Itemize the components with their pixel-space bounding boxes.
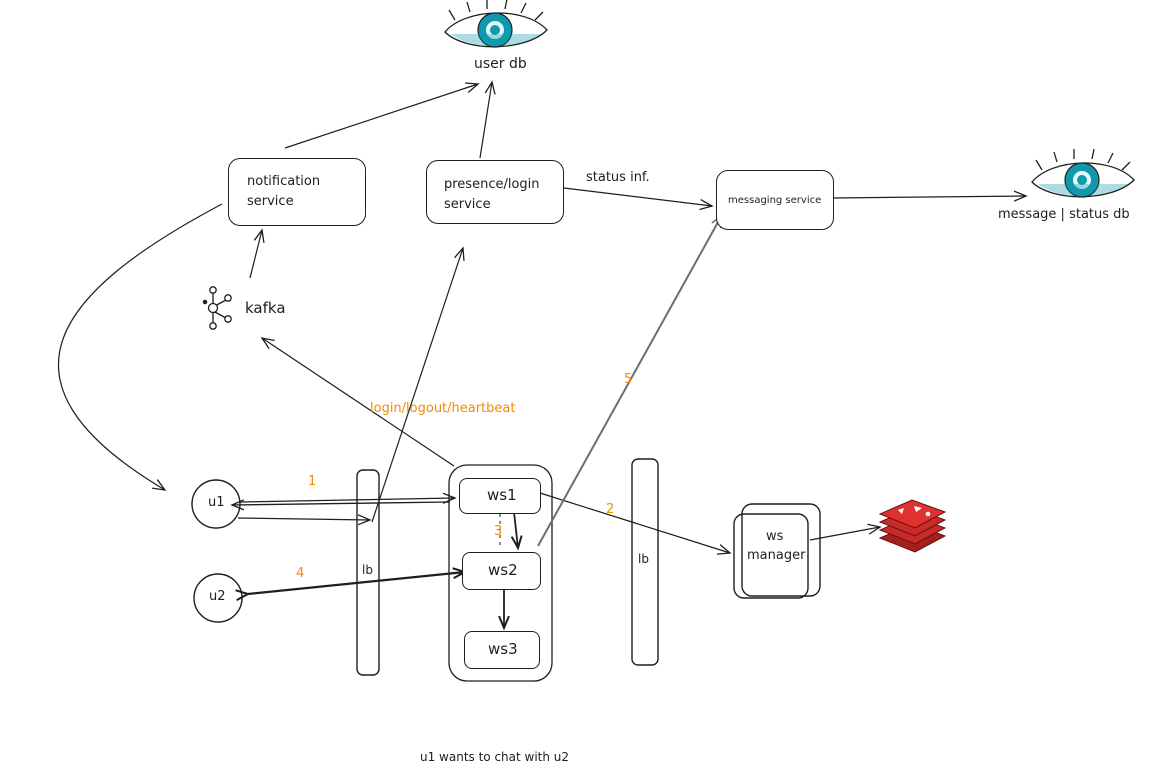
login-logout-label: login/logout/heartbeat (370, 401, 516, 416)
messaging-service-box (716, 170, 834, 230)
lb-right-label: lb (638, 552, 649, 566)
ws1-label: ws1 (487, 486, 517, 504)
ws-manager-back-box (741, 503, 821, 597)
arrow-u1-to-ws1 (239, 498, 455, 502)
ws2-box (462, 552, 541, 590)
presence-service-line1: presence/login (444, 177, 540, 192)
arrow-notification-to-u1 (57, 203, 223, 490)
lb-left-label: lb (362, 563, 373, 577)
ws-manager-line2: manager (747, 548, 806, 563)
redis-icon (878, 499, 947, 553)
step-4-label: 4 (296, 566, 305, 581)
arrow-ws1-to-u1 (232, 502, 451, 505)
status-info-label: status inf. (586, 170, 650, 185)
presence-service-box (426, 160, 564, 224)
ws-manager-line1: ws (766, 529, 784, 544)
notification-service-box (228, 158, 366, 226)
message-db-label: message | status db (998, 207, 1130, 222)
arrow-u1-to-lb (237, 518, 370, 520)
arrow-notification-to-userdb (284, 84, 478, 149)
kafka-icon (202, 286, 232, 330)
step-1-label: 1 (308, 474, 317, 489)
arrow-lb-to-presence (371, 248, 463, 523)
lb-right-box (631, 458, 659, 666)
ws2-label: ws2 (488, 561, 518, 579)
messaging-service-label: messaging service (728, 195, 822, 206)
kafka-label: kafka (245, 299, 286, 317)
u2-label: u2 (209, 589, 226, 604)
arrow-presence-to-userdb (479, 82, 492, 159)
notification-service-line2: service (247, 194, 294, 209)
arrow-messaging-to-messagedb (831, 196, 1026, 198)
arrow-presence-to-messaging (563, 187, 712, 206)
arrow-u2-ws2 (248, 572, 465, 594)
notification-service-line1: notification (247, 174, 321, 189)
caption: u1 wants to chat with u2 (420, 750, 570, 764)
step-2-label: 2 (606, 502, 615, 517)
user-db-label: user db (474, 56, 527, 72)
arrow-ws-to-kafka (262, 338, 455, 467)
user-db-eye-icon (444, 0, 548, 48)
ws-manager-front-box (733, 513, 809, 599)
step-5-label: 5 (624, 372, 633, 387)
ws1-box (459, 478, 541, 514)
ws3-label: ws3 (488, 640, 518, 658)
arrow-ws1-ws2 (514, 512, 518, 548)
arrow-ws1-to-wsmanager (539, 492, 730, 553)
presence-service-line2: service (444, 197, 491, 212)
u1-label: u1 (208, 495, 225, 510)
arrow-kafka-to-notification (249, 230, 262, 279)
message-db-eye-icon (1031, 148, 1135, 198)
arrow-ws2-to-messaging (537, 215, 722, 547)
ws3-box (464, 631, 540, 669)
step-3-label: 3 (494, 524, 503, 539)
arrow-wsmanager-to-redis (809, 527, 880, 541)
